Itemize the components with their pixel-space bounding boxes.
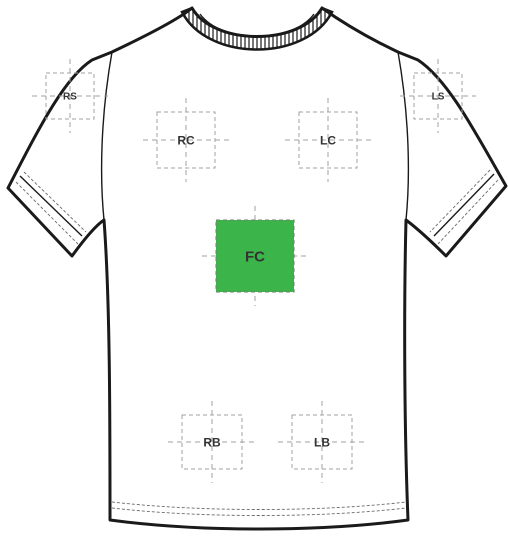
zone-label: FC xyxy=(245,248,265,265)
zone-label: RC xyxy=(177,133,195,147)
zone-label: LS xyxy=(432,92,445,103)
zone-fc[interactable]: FC xyxy=(202,206,308,306)
zone-label: LC xyxy=(320,133,336,147)
zone-label: RB xyxy=(203,435,221,449)
zone-label: LB xyxy=(314,435,330,449)
zone-label: RS xyxy=(63,92,77,103)
